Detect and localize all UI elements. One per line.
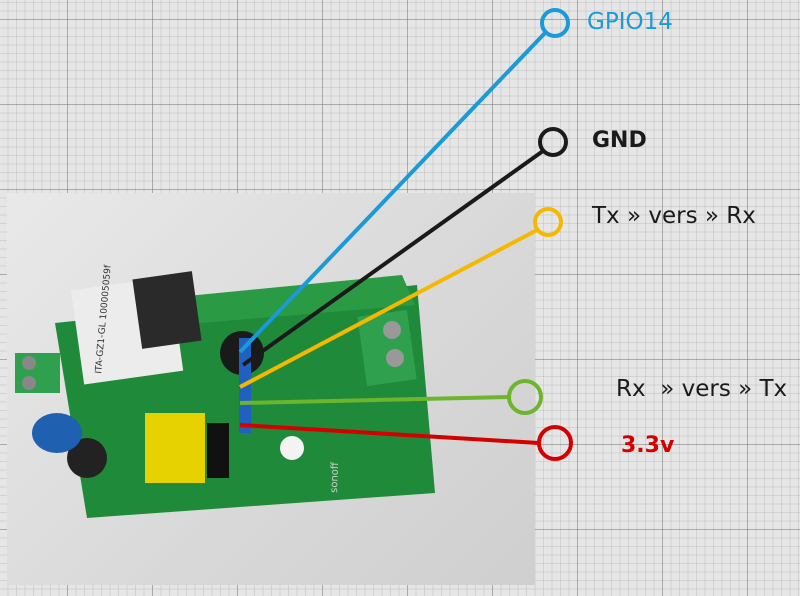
wire-tx	[239, 228, 538, 389]
label-gnd: GND	[592, 128, 647, 153]
pin-rx-icon	[507, 379, 543, 415]
terminal-right	[357, 309, 417, 387]
label-tx: Tx » vers » Rx	[592, 203, 756, 229]
led	[280, 436, 304, 460]
pin-gnd-icon	[538, 127, 568, 157]
wire-gpio14	[238, 31, 547, 354]
pin-3v3-icon	[537, 425, 573, 461]
terminal-left	[15, 353, 60, 393]
pin-gpio14-icon	[540, 8, 570, 38]
pin-tx-icon	[533, 207, 563, 237]
label-gpio14: GPIO14	[587, 9, 673, 35]
label-3v3: 3.3v	[621, 433, 675, 458]
pcb-text: sonoff	[329, 461, 341, 493]
wire-3v3	[239, 423, 540, 445]
transformer	[145, 413, 205, 483]
wire-gnd	[241, 149, 545, 367]
label-rx: Rx » vers » Tx	[616, 376, 788, 402]
wire-rx	[239, 395, 511, 405]
